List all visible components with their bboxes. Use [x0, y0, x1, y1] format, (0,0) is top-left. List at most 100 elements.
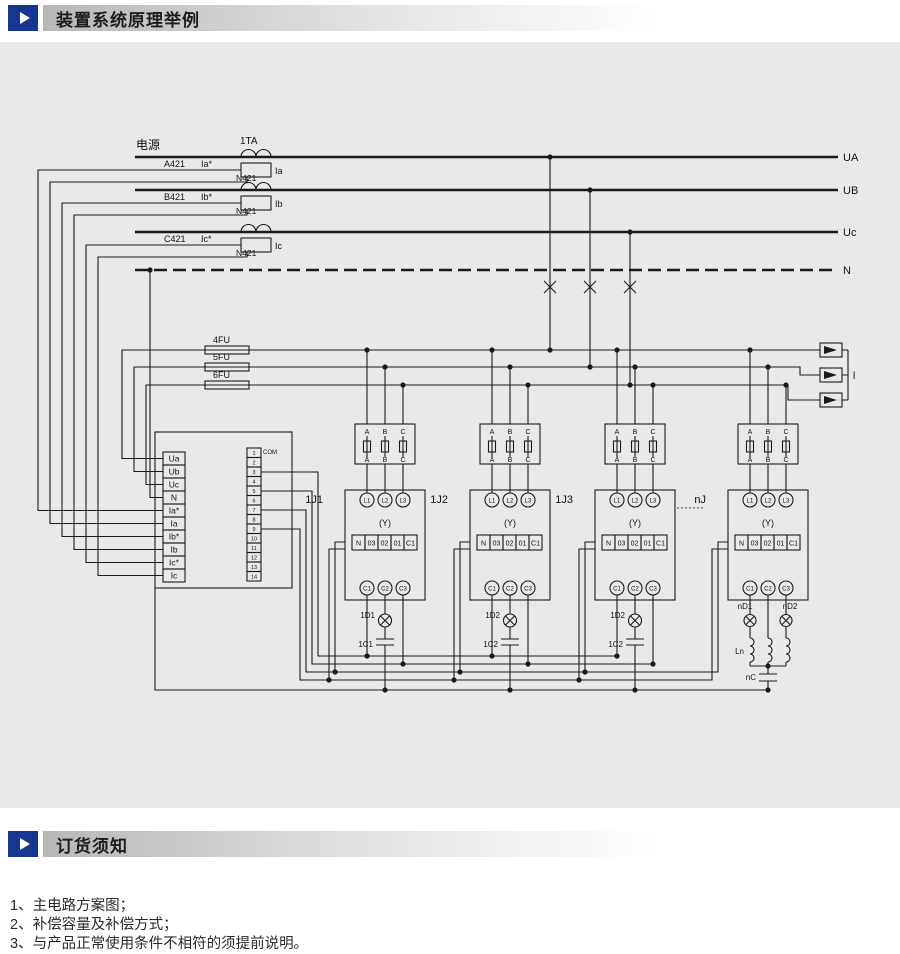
terminal-label: Ic — [171, 571, 178, 581]
schematic-panel: 电源 1TA UA UB Uc N A421 Ia* N421 Ia B421 … — [0, 42, 900, 808]
control-wiring — [154, 471, 768, 691]
phase-letter: A — [748, 429, 753, 436]
coil-terminal: 02 — [631, 541, 639, 548]
coil-terminal: 03 — [751, 541, 759, 548]
arrow-icon — [824, 346, 837, 354]
phase-letter: C — [783, 429, 788, 436]
phase-letter: C — [525, 429, 530, 436]
terminal-number: 6 — [252, 498, 255, 504]
branch-unit-1: A B C A B C L1 L2 L3 (Y) N 03 02 01 C1 C… — [305, 350, 426, 690]
terminal-number: 2 — [252, 460, 255, 466]
input-terminal: L1 — [747, 498, 754, 504]
switch-contact-icon — [623, 280, 637, 294]
coil-terminal: 01 — [644, 541, 652, 548]
output-terminal: C2 — [764, 586, 772, 592]
phase-letter: C — [400, 457, 405, 464]
terminal-label: Ia* — [169, 506, 180, 516]
header-band: 订货须知 — [43, 831, 900, 857]
ct-label: 1TA — [240, 136, 258, 147]
header-arrow-icon — [8, 5, 38, 31]
fuse-label-5fu: 5FU — [213, 352, 230, 362]
neutral-tap-wire — [149, 270, 163, 499]
output-terminal: C2 — [381, 586, 389, 592]
inductor-coil-icon — [749, 637, 755, 666]
terminal-label: Ub — [169, 467, 180, 477]
phase-letter: B — [766, 429, 771, 436]
ct-polarity-label: Ic* — [201, 234, 212, 244]
output-terminal: C1 — [613, 586, 621, 592]
lamp-label: 1D2 — [610, 611, 625, 620]
terminal-number: 3 — [252, 470, 255, 476]
section-header-system-principle: 装置系统原理举例 — [0, 5, 900, 31]
bus-label-ua: UA — [843, 152, 859, 164]
phase-letter: A — [490, 429, 495, 436]
output-terminal: C2 — [506, 586, 514, 592]
main-switch-drops — [543, 157, 637, 385]
unit-name: nJ — [694, 494, 706, 506]
input-terminal: L2 — [382, 498, 389, 504]
input-terminal: L3 — [783, 498, 790, 504]
bus-label-ub: UB — [843, 185, 858, 197]
wire-number-a421: A421 — [164, 159, 185, 169]
output-terminal: C3 — [649, 586, 657, 592]
output-terminal: C1 — [488, 586, 496, 592]
output-terminal: C3 — [524, 586, 532, 592]
output-terminal: C1 — [746, 586, 754, 592]
wire-number-b421: B421 — [164, 192, 185, 202]
output-terminal: C3 — [399, 586, 407, 592]
coil-terminal: 01 — [394, 541, 402, 548]
note-line: 1、主电路方案图； — [10, 898, 135, 914]
coil-terminal: C1 — [789, 541, 798, 548]
coil-terminal: N — [481, 541, 486, 548]
phase-letter: A — [615, 457, 620, 464]
coil-terminal: 02 — [764, 541, 772, 548]
input-terminal: L2 — [507, 498, 514, 504]
page-title: 装置系统原理举例 — [56, 10, 200, 30]
input-terminal: L3 — [650, 498, 657, 504]
indicator-lamp-icon — [377, 613, 393, 628]
fuse-label-4fu: 4FU — [213, 335, 230, 345]
phase-letter: B — [508, 457, 513, 464]
note-line: 2、补偿容量及补偿方式； — [10, 917, 178, 933]
coil-terminal: N — [356, 541, 361, 548]
secondary-current-label: Ib — [275, 199, 283, 209]
unit-name: 1J2 — [430, 494, 448, 506]
header-band: 装置系统原理举例 — [43, 5, 900, 31]
phase-letter: C — [525, 457, 530, 464]
power-source-label: 电源 — [136, 138, 160, 152]
star-connection-label: (Y) — [762, 518, 774, 528]
terminal-number: 12 — [251, 555, 257, 561]
branch-unit-3: A B C A B C L1 L2 L3 (Y) N 03 02 01 C1 C… — [555, 350, 676, 690]
wire-number-n421: N421 — [236, 173, 257, 183]
terminal-label: Ib — [170, 545, 177, 555]
terminal-number: 7 — [252, 508, 255, 514]
junction-dots — [147, 154, 789, 693]
secondary-current-label: Ia — [275, 166, 283, 176]
phase-letter: A — [490, 457, 495, 464]
lamp-label: nD2 — [783, 602, 798, 611]
coil-terminal: N — [739, 541, 744, 548]
header-arrow-icon — [8, 831, 38, 857]
terminal-label: Ic* — [169, 558, 180, 568]
phase-letter: B — [633, 457, 638, 464]
play-triangle-icon — [19, 12, 30, 24]
schematic-diagram: 电源 1TA UA UB Uc N A421 Ia* N421 Ia B421 … — [37, 136, 859, 693]
terminal-number: 5 — [252, 489, 255, 495]
inductor-coil-icon — [785, 637, 791, 666]
output-terminal-strip: 1 2 3 4 5 6 7 8 9 10 11 12 13 14 COM — [246, 447, 277, 582]
phase-letter: C — [400, 429, 405, 436]
star-connection-label: (Y) — [504, 518, 516, 528]
coil-terminal: 03 — [493, 541, 501, 548]
star-connection-label: (Y) — [629, 518, 641, 528]
coil-terminal: N — [606, 541, 611, 548]
phase-letter: A — [748, 457, 753, 464]
output-terminal: C1 — [363, 586, 371, 592]
input-terminal: L1 — [364, 498, 371, 504]
phase-letter: B — [383, 457, 388, 464]
phase-letter: A — [365, 429, 370, 436]
coil-terminal: 03 — [368, 541, 376, 548]
indicator-lamp-icon — [627, 613, 643, 628]
controller-terminal-block: Ua Ub Uc N Ia* Ia Ib* Ib Ic* Ic 1 2 3 4 … — [154, 431, 293, 589]
unit-name: 1J3 — [555, 494, 573, 506]
current-transformer-phase-b: B421 Ib* N421 Ib — [61, 182, 283, 551]
